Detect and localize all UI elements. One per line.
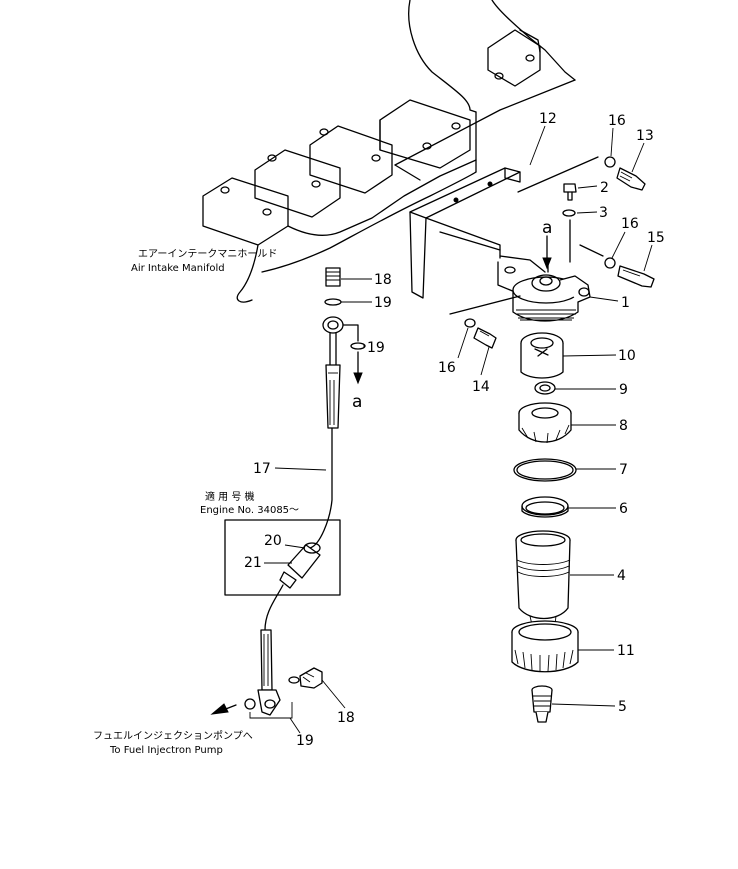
fuel-hose [309, 364, 341, 549]
manifold-label-jp: エアーインテークマニホールド [138, 248, 277, 260]
callout-15: 15 [647, 230, 665, 246]
pump-arrowhead [210, 703, 229, 715]
view-a-label-head: a [542, 218, 552, 238]
filter-cap [518, 402, 572, 444]
view-a-arrowhead-head [542, 257, 552, 270]
callout-18-bottom: 18 [337, 710, 355, 726]
bolt-15 [604, 257, 655, 288]
callout-16-top: 16 [608, 113, 626, 129]
engine-no-box [224, 519, 341, 596]
callout-20: 20 [264, 533, 282, 549]
filter-bowl [515, 530, 571, 626]
o-ring-7 [513, 458, 577, 482]
washer-3 [562, 209, 576, 217]
drain-plug [531, 685, 553, 723]
pump-label-jp: フュエルインジェクションポンプへ [93, 730, 253, 742]
callout-9: 9 [619, 382, 628, 398]
callout-16-low: 16 [438, 360, 456, 376]
bolt-13 [604, 156, 646, 191]
callout-6: 6 [619, 501, 628, 517]
filter-element [520, 332, 564, 379]
banjo-bolt-bottom [288, 667, 323, 689]
banjo-bolt-top [324, 267, 342, 306]
callout-19-top: 19 [374, 295, 392, 311]
ring-6 [521, 496, 569, 518]
callout-7: 7 [619, 462, 628, 478]
callout-14: 14 [472, 379, 490, 395]
callout-19-bottom: 19 [296, 733, 314, 749]
callouts: 12 16 13 2 3 16 15 1 16 14 10 9 [244, 111, 665, 749]
callout-13: 13 [636, 128, 654, 144]
air-intake-manifold [202, 0, 576, 303]
callout-18-top: 18 [374, 272, 392, 288]
leader-line-15 [579, 244, 604, 257]
view-a-arrowhead-left [353, 372, 363, 385]
manifold-label-en: Air Intake Manifold [131, 263, 225, 274]
callout-17: 17 [253, 461, 271, 477]
washer-19-bottom [244, 698, 256, 710]
callout-5: 5 [618, 699, 627, 715]
callout-11: 11 [617, 643, 635, 659]
callout-12: 12 [539, 111, 557, 127]
fuel-hose-lower [257, 629, 281, 716]
callout-2: 2 [600, 180, 609, 196]
view-a-label-left: a [352, 392, 362, 412]
banjo-fitting-top [322, 316, 344, 366]
engine-no-label-en: Engine No. 34085～ [200, 505, 299, 516]
bracket [409, 167, 546, 299]
leader-line-13 [517, 156, 599, 193]
filter-head [512, 257, 591, 322]
washer-19-top [350, 342, 366, 350]
callout-10: 10 [618, 348, 636, 364]
callout-16-mid: 16 [621, 216, 639, 232]
callout-8: 8 [619, 418, 628, 434]
o-ring-9 [534, 381, 556, 395]
callout-19-side: 19 [367, 340, 385, 356]
callout-1: 1 [621, 295, 630, 311]
leader-line-19-top [342, 324, 359, 342]
engine-no-label-jp: 適 用 号 機 [205, 490, 255, 503]
ring-nut [511, 620, 579, 673]
hose-lower-link [264, 584, 284, 631]
callout-4: 4 [617, 568, 626, 584]
inline-strainer [279, 542, 321, 589]
leader-line-14 [449, 295, 521, 315]
callout-3: 3 [599, 205, 608, 221]
callout-21: 21 [244, 555, 262, 571]
air-bleed-plug [563, 183, 577, 201]
bolt-14 [464, 318, 497, 349]
pump-label-en: To Fuel Injectron Pump [109, 745, 223, 756]
